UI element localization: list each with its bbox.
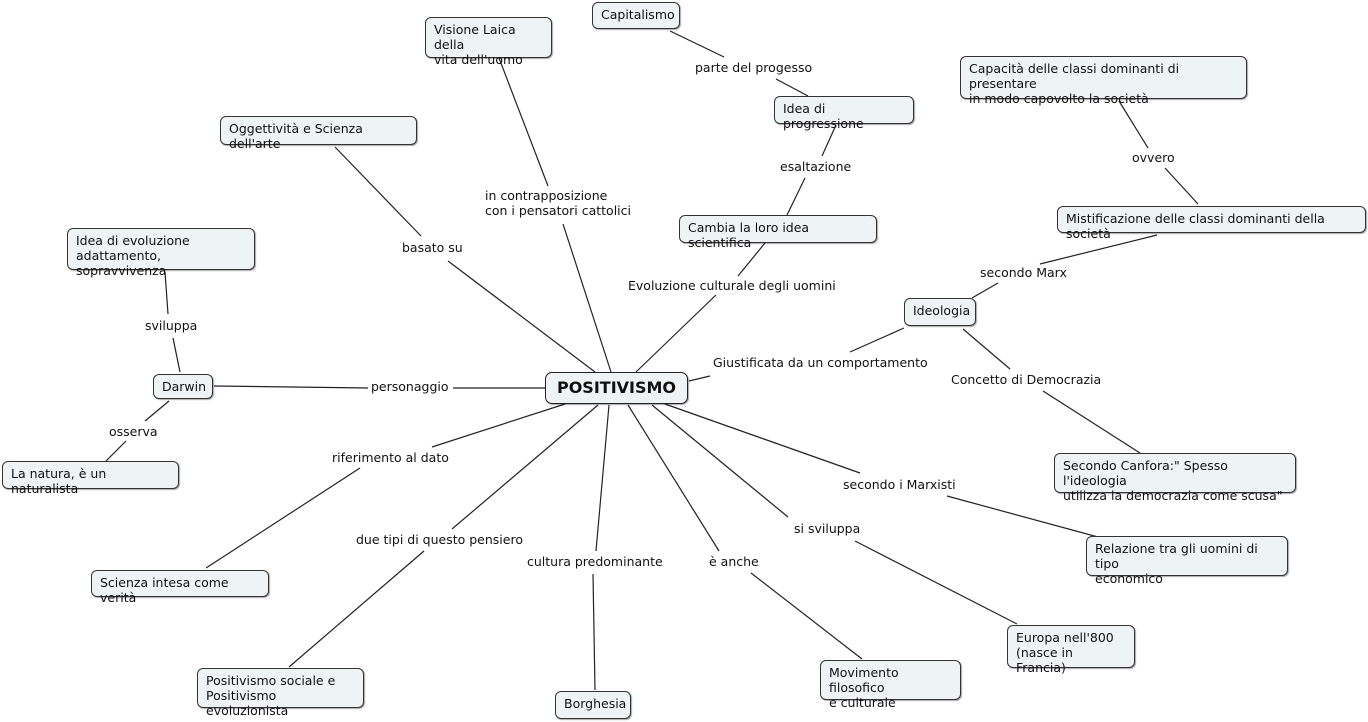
link-e-anche: è anche xyxy=(709,554,759,569)
link-sviluppa: sviluppa xyxy=(145,318,198,333)
node-positivismo-sociale[interactable]: Positivismo sociale e Positivismo evoluz… xyxy=(197,668,364,718)
node-mistificazione[interactable]: Mistificazione delle classi dominanti de… xyxy=(1057,206,1366,241)
link-cultura-predominante: cultura predominante xyxy=(527,554,663,569)
link-riferimento: riferimento al dato xyxy=(332,450,449,465)
node-visione-laica[interactable]: Visione Laica della vita dell'uomo xyxy=(425,17,552,67)
link-personaggio: personaggio xyxy=(371,379,449,394)
node-darwin[interactable]: Darwin xyxy=(153,374,213,399)
node-movimento[interactable]: Movimento filosofico e culturale xyxy=(820,660,961,710)
node-secondo-canfora[interactable]: Secondo Canfora:" Spesso l'ideologia uti… xyxy=(1054,453,1296,503)
node-relazione[interactable]: Relazione tra gli uomini di tipo economi… xyxy=(1086,536,1288,586)
node-europa[interactable]: Europa nell'800 (nasce in Francia) xyxy=(1007,625,1135,675)
node-borghesia[interactable]: Borghesia xyxy=(555,691,631,719)
link-giustificata: Giustificata da un comportamento xyxy=(713,355,928,370)
link-ovvero: ovvero xyxy=(1132,150,1175,165)
link-osserva: osserva xyxy=(109,424,158,439)
node-natura[interactable]: La natura, è un naturalista xyxy=(2,461,179,496)
node-capitalismo[interactable]: Capitalismo xyxy=(592,2,680,29)
link-evoluzione-culturale: Evoluzione culturale degli uomini xyxy=(628,278,836,293)
link-si-sviluppa: si sviluppa xyxy=(794,521,861,536)
node-capacita[interactable]: Capacità delle classi dominanti di prese… xyxy=(960,56,1247,106)
node-oggettivita[interactable]: Oggettività e Scienza dell'arte xyxy=(220,116,417,151)
root-node-positivismo[interactable]: POSITIVISMO xyxy=(545,372,688,404)
node-cambia-idea[interactable]: Cambia la loro idea scientifica xyxy=(679,215,877,250)
node-idea-progressione[interactable]: Idea di progressione xyxy=(774,96,914,131)
link-esaltazione: esaltazione xyxy=(780,159,852,174)
node-idea-evoluzione[interactable]: Idea di evoluzione adattamento, sopravvi… xyxy=(67,228,255,278)
link-parte-progesso: parte del progesso xyxy=(695,60,813,75)
link-secondo-marxisti: secondo i Marxisti xyxy=(843,477,956,492)
link-contrapposizione: in contrapposizione con i pensatori catt… xyxy=(485,188,631,218)
node-ideologia[interactable]: Ideologia xyxy=(904,298,976,326)
link-basato-su: basato su xyxy=(402,240,463,255)
link-due-tipi: due tipi di questo pensiero xyxy=(356,532,523,547)
link-secondo-marx: secondo Marx xyxy=(980,265,1067,280)
link-concetto-democrazia: Concetto di Democrazia xyxy=(951,372,1102,387)
node-scienza-verita[interactable]: Scienza intesa come verità xyxy=(91,570,269,605)
